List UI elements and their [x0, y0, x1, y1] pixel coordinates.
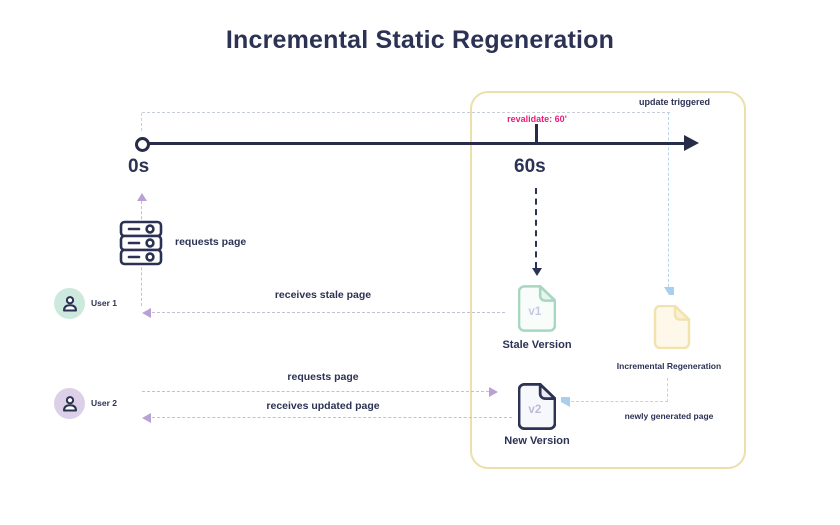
incremental-regeneration-label: Incremental Regeneration — [616, 361, 722, 371]
server-icon — [119, 220, 163, 266]
receives-stale-arrow-left-icon — [142, 308, 151, 318]
regen-document-icon — [653, 305, 691, 349]
sixty-seconds-drop-line — [535, 188, 537, 268]
user2-requests-line — [142, 391, 489, 392]
update-triggered-label: update triggered — [639, 97, 711, 107]
newly-generated-line-vertical — [667, 378, 668, 402]
person-icon — [62, 295, 77, 311]
timeline-arrow-icon — [684, 135, 699, 151]
newly-generated-label: newly generated page — [624, 411, 714, 421]
user1-request-arrow-up-icon — [137, 193, 147, 201]
origin-stub-line — [141, 113, 142, 131]
update-trigger-line-horizontal — [142, 112, 670, 113]
new-version-badge: v2 — [528, 403, 541, 416]
receives-updated-line — [152, 417, 512, 418]
timeline-origin-circle — [135, 137, 150, 152]
stale-document-icon: v1 — [518, 285, 556, 332]
page-title: Incremental Static Regeneration — [225, 26, 615, 54]
receives-updated-arrow-left-icon — [142, 413, 151, 423]
user2-requests-arrow-right-icon — [489, 387, 498, 397]
update-trigger-line-vertical — [668, 112, 669, 287]
receives-updated-label: receives updated page — [266, 400, 380, 412]
new-document-icon: v2 — [518, 383, 556, 430]
server-request-label: requests page — [175, 236, 247, 248]
receives-stale-label: receives stale page — [274, 289, 372, 301]
stale-version-badge: v1 — [528, 305, 541, 318]
timeline-axis — [148, 142, 686, 145]
revalidate-tick — [535, 124, 538, 143]
user1-avatar — [54, 288, 85, 319]
stale-version-label: Stale Version — [502, 339, 572, 351]
newly-generated-line-horizontal — [571, 401, 668, 402]
sixty-seconds-arrow-down-icon — [532, 268, 542, 276]
timeline-start-label: 0s — [128, 156, 150, 177]
revalidate-label: revalidate: 60' — [507, 114, 567, 124]
receives-stale-line — [152, 312, 505, 313]
update-trigger-arrow-down-icon — [664, 287, 674, 295]
person-icon — [62, 395, 77, 411]
newly-generated-arrow-left-icon — [561, 397, 570, 407]
timeline-end-label: 60s — [514, 156, 546, 177]
regeneration-zone-box — [470, 91, 746, 469]
new-version-label: New Version — [504, 435, 570, 447]
user2-avatar — [54, 388, 85, 419]
user2-name-label: User 2 — [91, 398, 117, 408]
user1-name-label: User 1 — [91, 298, 117, 308]
user2-requests-label: requests page — [287, 371, 359, 383]
